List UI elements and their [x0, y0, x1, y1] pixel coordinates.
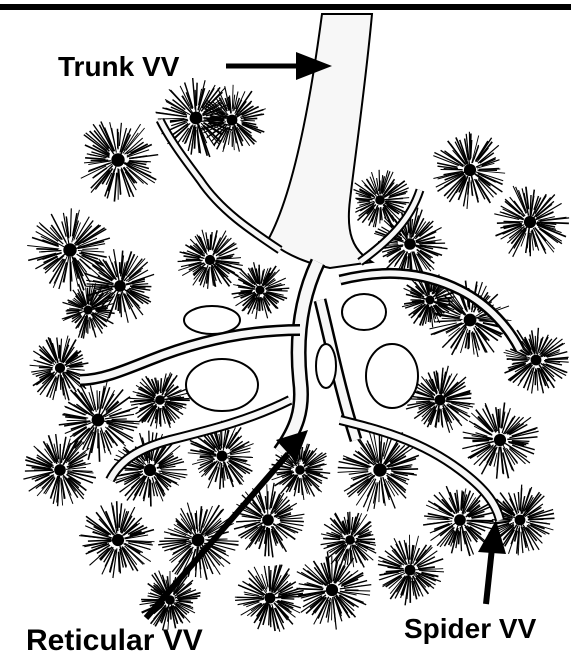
spider-vein-tuft: [27, 208, 110, 291]
spider-vein-tuft: [232, 262, 290, 319]
gap-left: [186, 359, 258, 411]
spider-vv-label: Spider VV: [404, 613, 537, 644]
spider-vein-tuft: [378, 535, 444, 606]
top-rule: [0, 4, 571, 10]
gap-center: [316, 344, 336, 388]
gap-upper-left: [184, 306, 240, 334]
trunk-vein: [268, 14, 372, 268]
spider-vein-tuft: [178, 230, 243, 289]
gap-center-right: [342, 294, 386, 330]
reticular-branch-top-left: [160, 120, 280, 250]
reticular-branch-top-left-inner: [160, 120, 280, 250]
spider-vein-tuft: [79, 501, 155, 578]
spider-vein-tuft: [235, 565, 304, 632]
spider-vein-tuft: [129, 372, 190, 428]
spider-vein-tuft: [140, 571, 201, 631]
reticular-vv-label: Reticular VV: [26, 624, 203, 657]
spider-vein-tuft: [158, 503, 238, 580]
spider-vein-tuft: [462, 403, 538, 479]
spider-vein-tuft: [199, 85, 266, 152]
arrow-icon: [478, 520, 506, 604]
trunk-vv-label: Trunk VV: [58, 51, 180, 82]
spider-vein-tuft: [232, 483, 304, 558]
spider-vein-tuft: [81, 122, 158, 202]
gap-right: [366, 344, 418, 408]
spider-vein-tuft: [297, 552, 372, 630]
spider-vein-tuft: [494, 186, 569, 257]
spider-vein-tuft: [30, 336, 89, 401]
spider-vein-tuft: [433, 132, 505, 209]
